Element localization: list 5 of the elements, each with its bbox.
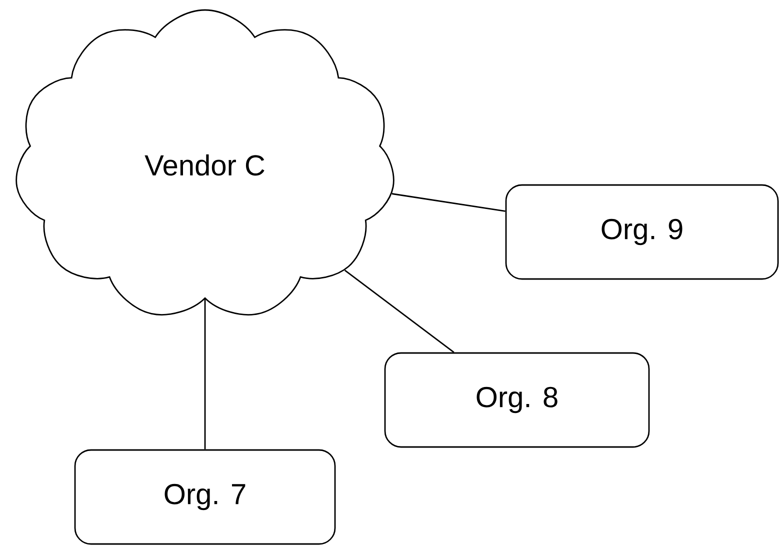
rounded-box: Org. 7 [74, 449, 336, 545]
rounded-box: Org. 9 [505, 184, 779, 280]
connector-line [392, 193, 506, 212]
rounded-box: Org. 8 [384, 352, 650, 448]
connector-line [344, 270, 454, 353]
